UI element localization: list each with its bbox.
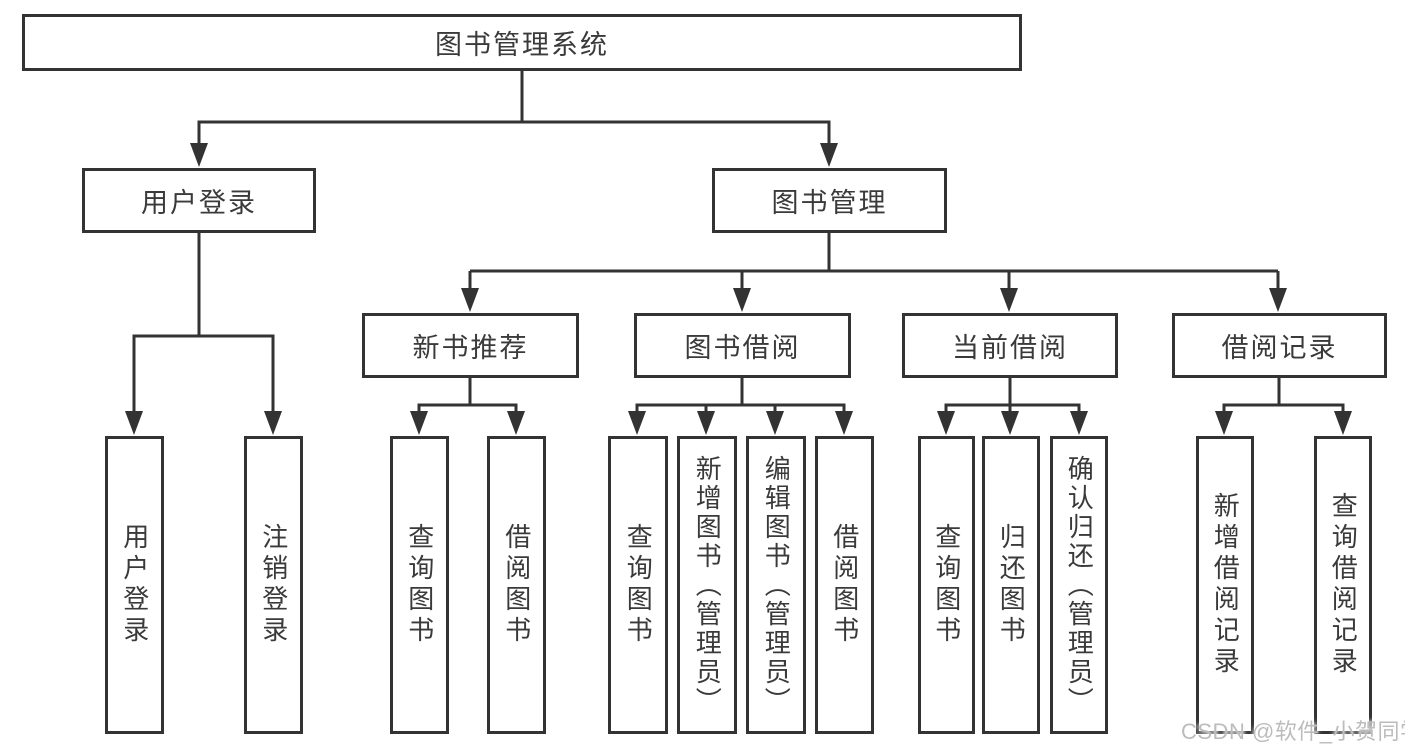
leaf-confirm-return-admin: 确认归还（管理员）: [1050, 436, 1108, 734]
node-current-borrowing-label: 当前借阅: [952, 333, 1068, 363]
node-book-borrowing: 图书借阅: [634, 313, 851, 378]
leaf-query-borrow-record: 查询借阅记录: [1314, 436, 1372, 734]
node-book-management: 图书管理: [712, 168, 947, 233]
leaf-return-books-label: 归还图书: [996, 523, 1027, 647]
node-new-book-recommend-label: 新书推荐: [412, 333, 529, 363]
leaf-borrowing-borrow-books: 借阅图书: [815, 436, 874, 734]
leaf-edit-books-admin-label: 编辑图书（管理员）: [761, 454, 792, 716]
node-current-borrowing: 当前借阅: [902, 313, 1118, 378]
leaf-recommend-borrow-books-label: 借阅图书: [501, 523, 532, 647]
arrowheads: [125, 122, 1352, 435]
leaf-add-borrow-record-label: 新增借阅记录: [1210, 492, 1241, 678]
node-borrowing-records-label: 借阅记录: [1221, 333, 1338, 363]
node-system-root-label: 图书管理系统: [435, 30, 609, 60]
leaf-recommend-query-books: 查询图书: [390, 436, 449, 734]
tree-connector-lines: [132, 70, 1345, 407]
node-system-root: 图书管理系统: [22, 14, 1022, 71]
leaf-borrowing-query-books: 查询图书: [608, 436, 668, 734]
leaf-add-books-admin: 新增图书（管理员）: [677, 436, 737, 734]
leaf-edit-books-admin: 编辑图书（管理员）: [746, 436, 806, 734]
leaf-borrowing-borrow-books-label: 借阅图书: [829, 523, 860, 647]
leaf-return-books: 归还图书: [982, 436, 1040, 734]
leaf-user-login-label: 用户登录: [119, 523, 150, 647]
leaf-query-borrow-record-label: 查询借阅记录: [1328, 492, 1359, 678]
leaf-recommend-query-books-label: 查询图书: [404, 523, 435, 647]
node-new-book-recommend: 新书推荐: [362, 313, 579, 378]
leaf-add-books-admin-label: 新增图书（管理员）: [692, 454, 723, 716]
leaf-current-query-books: 查询图书: [918, 436, 975, 734]
leaf-logout: 注销登录: [244, 436, 303, 734]
leaf-recommend-borrow-books: 借阅图书: [487, 436, 546, 734]
leaf-borrowing-query-books-label: 查询图书: [623, 523, 654, 647]
leaf-logout-label: 注销登录: [258, 523, 289, 647]
leaf-current-query-books-label: 查询图书: [931, 523, 962, 647]
node-book-borrowing-label: 图书借阅: [684, 333, 801, 363]
node-user-login-group: 用户登录: [82, 168, 316, 233]
node-book-management-label: 图书管理: [771, 188, 888, 218]
node-user-login-group-label: 用户登录: [141, 188, 257, 218]
csdn-watermark: CSDN @软件_小贺同学: [1181, 719, 1405, 744]
leaf-user-login: 用户登录: [105, 436, 164, 734]
leaf-add-borrow-record: 新增借阅记录: [1196, 436, 1254, 734]
leaf-confirm-return-admin-label: 确认归还（管理员）: [1064, 454, 1095, 716]
node-borrowing-records: 借阅记录: [1172, 313, 1387, 378]
